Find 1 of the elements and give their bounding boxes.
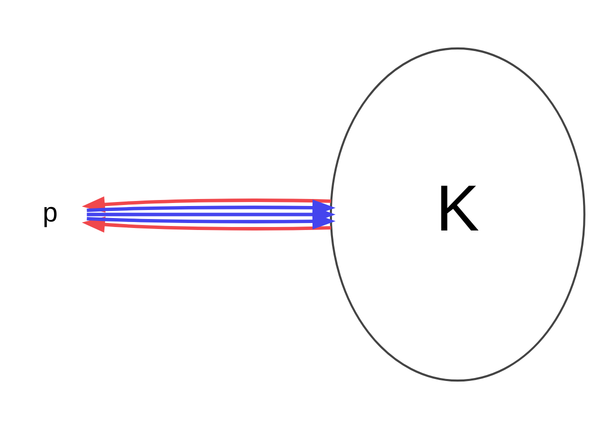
node-text: p (42, 196, 58, 227)
